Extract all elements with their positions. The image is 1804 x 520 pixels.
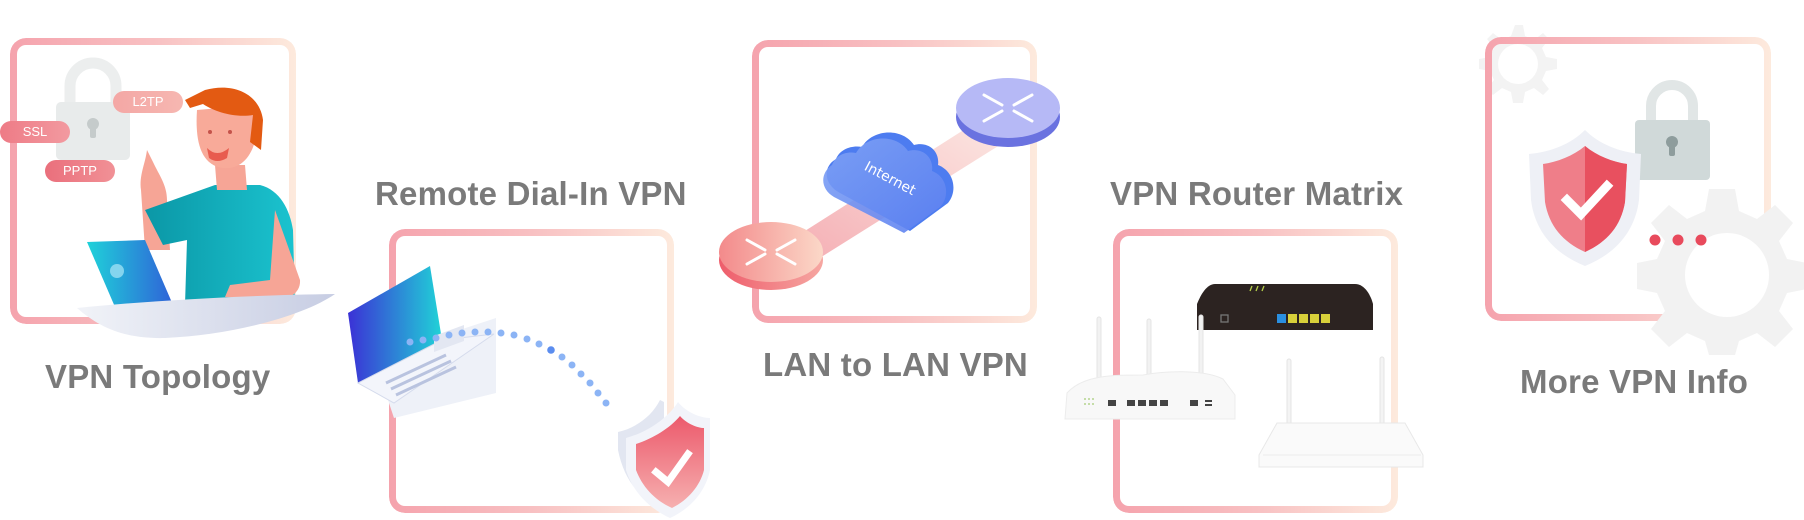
card-title: VPN Topology bbox=[45, 358, 271, 395]
card-title: Remote Dial-In VPN bbox=[375, 175, 687, 212]
router-icon-red bbox=[719, 222, 823, 290]
shield-check-icon bbox=[1529, 130, 1641, 266]
router-white-antenna-icon bbox=[1064, 314, 1236, 420]
badge-pptp: PPTP bbox=[45, 160, 115, 182]
card-title: More VPN Info bbox=[1520, 363, 1749, 400]
gear-icon-large bbox=[1637, 189, 1804, 355]
lock-icon bbox=[1635, 80, 1710, 180]
badge-l2tp: L2TP bbox=[113, 91, 183, 113]
router-icon-blue bbox=[956, 78, 1060, 147]
router-white-flat-icon bbox=[1258, 356, 1424, 468]
card-vpn-router-matrix[interactable]: VPN Router Matrix bbox=[1055, 0, 1455, 520]
card-vpn-topology[interactable]: SSL L2TP PPTP VPN Topology bbox=[0, 0, 345, 400]
internet-cloud-icon: Internet bbox=[823, 132, 954, 233]
badge-ssl: SSL bbox=[0, 121, 70, 143]
card-more-vpn-info[interactable]: More VPN Info bbox=[1460, 0, 1804, 420]
lock-icon bbox=[56, 57, 130, 160]
more-dots-icon bbox=[1649, 234, 1707, 246]
person-with-laptop-illustration bbox=[77, 87, 335, 339]
card-title: VPN Router Matrix bbox=[1110, 175, 1404, 212]
card-title: LAN to LAN VPN bbox=[763, 346, 1028, 383]
shield-check-icon bbox=[618, 400, 710, 518]
connection-dots bbox=[406, 328, 610, 407]
router-dark-icon bbox=[1197, 284, 1373, 330]
card-lan-to-lan-vpn[interactable]: Internet LAN to LAN VPN bbox=[715, 0, 1075, 400]
card-remote-dial-in-vpn[interactable]: Remote Dial-In VPN bbox=[340, 0, 730, 520]
laptop-icon bbox=[348, 266, 496, 418]
